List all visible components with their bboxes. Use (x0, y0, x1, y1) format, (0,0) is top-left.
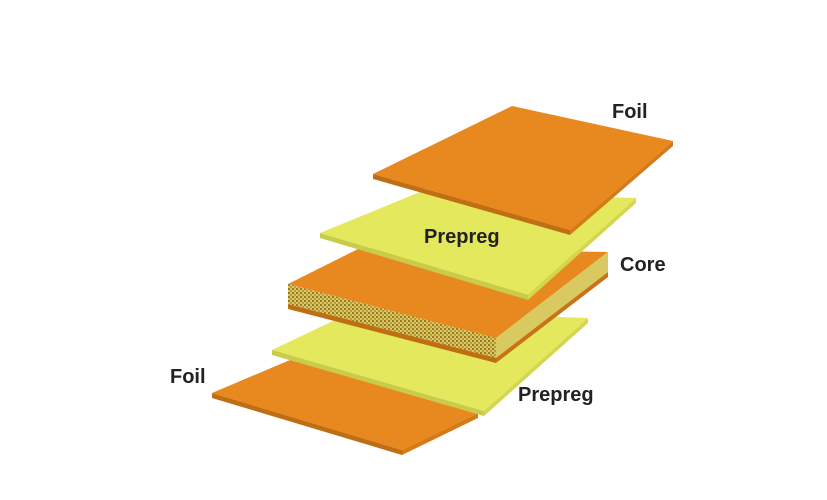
core-label: Core (620, 254, 666, 276)
foil-top-sheet (373, 106, 673, 235)
foil-bottom-label: Foil (170, 366, 206, 388)
foil-bottom-sheet (212, 360, 478, 455)
prepreg-top-label: Prepreg (424, 226, 500, 248)
prepreg-bottom-label: Prepreg (518, 384, 594, 406)
foil-top-label: Foil (612, 101, 648, 123)
